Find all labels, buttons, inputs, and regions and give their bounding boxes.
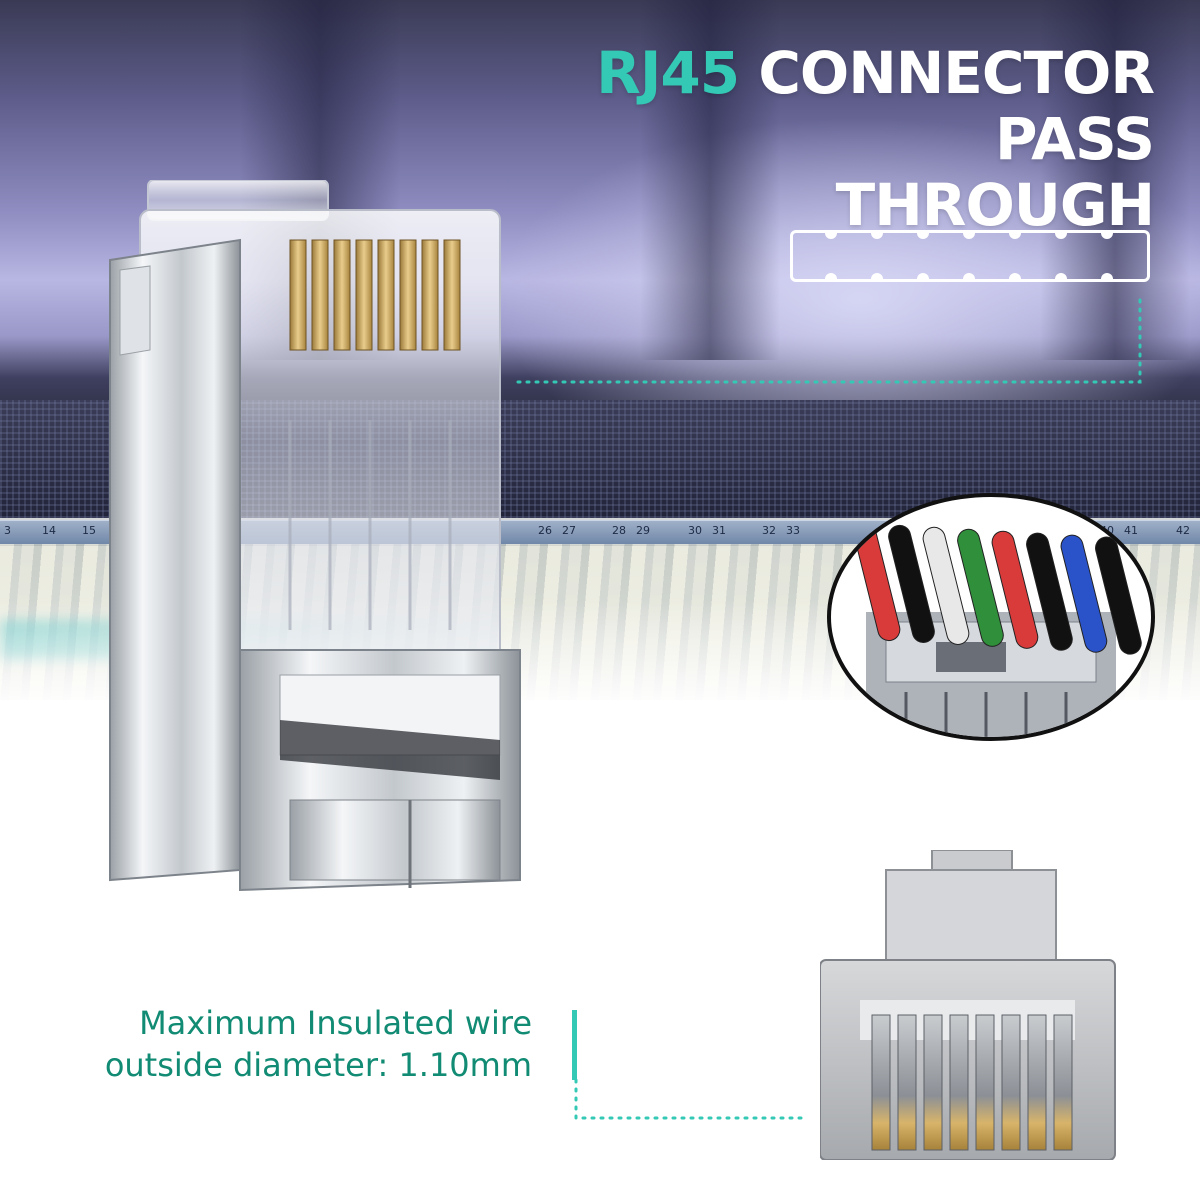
port-number: 30 xyxy=(688,524,702,537)
wire-stub xyxy=(1026,532,1073,651)
wire-stub xyxy=(922,526,970,645)
caption-line-2: outside diameter: 1.10mm xyxy=(104,1046,532,1084)
port-number: 26 xyxy=(538,524,552,537)
caption-line-1: Maximum Insulated wire xyxy=(139,1004,532,1042)
caption-accent-bar xyxy=(572,1010,577,1080)
pill-dots xyxy=(825,227,1113,285)
port-number: 42 xyxy=(1176,524,1190,537)
headline-text: CONNECTOR PASS xyxy=(739,39,1155,173)
rj45-connector-front xyxy=(820,850,1116,1160)
rj45-connector-large xyxy=(109,180,521,892)
port-number: 27 xyxy=(562,524,576,537)
port-number: 28 xyxy=(612,524,626,537)
port-number: 33 xyxy=(786,524,800,537)
wire-stub xyxy=(888,524,935,643)
pass-through-pill-graphic xyxy=(790,227,1150,285)
wire-diameter-caption: Maximum Insulated wire outside diameter:… xyxy=(60,1002,532,1086)
port-number: 14 xyxy=(42,524,56,537)
wire-stub xyxy=(1060,534,1108,653)
port-number: 41 xyxy=(1124,524,1138,537)
port-number: 3 xyxy=(4,524,11,537)
headline-line-2: THROUGH xyxy=(835,171,1155,239)
headline-line-1: RJ45 CONNECTOR PASS xyxy=(560,39,1155,173)
bottom-leader-line xyxy=(574,1078,810,1120)
headline-accent: RJ45 xyxy=(596,39,740,107)
wire-pass-through-detail xyxy=(827,493,1155,741)
port-number: 32 xyxy=(762,524,776,537)
headline: RJ45 CONNECTOR PASS THROUGH xyxy=(560,39,1155,239)
port-number: 15 xyxy=(82,524,96,537)
port-number: 31 xyxy=(712,524,726,537)
wire-stub xyxy=(957,528,1004,647)
wire-stub xyxy=(1095,536,1142,655)
wire-stub xyxy=(991,530,1039,649)
port-number: 29 xyxy=(636,524,650,537)
